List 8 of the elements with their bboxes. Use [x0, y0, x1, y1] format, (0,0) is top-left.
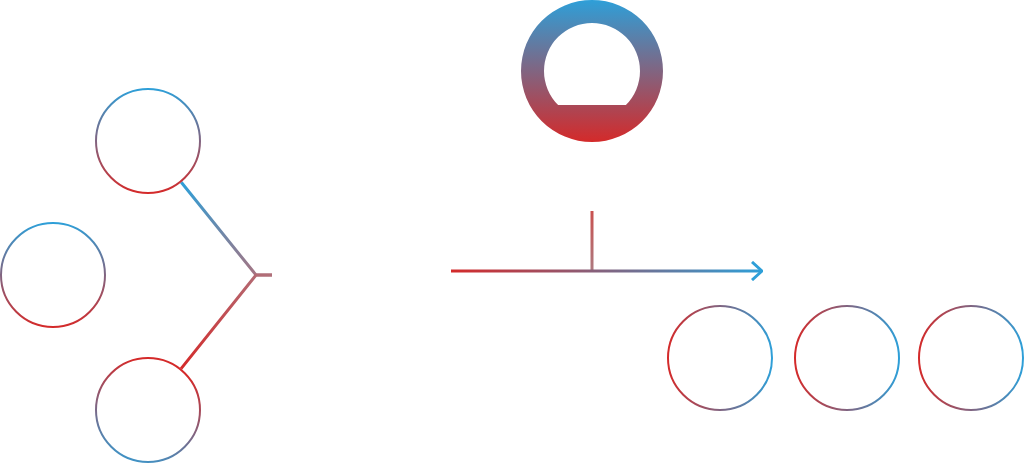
circle-node: [918, 305, 1024, 411]
circle-node: [95, 88, 201, 194]
circle-node: [667, 305, 773, 411]
circle-node: [95, 357, 201, 463]
connector-line: [179, 273, 272, 370]
circle-node: [0, 222, 106, 328]
ring-drawing: [521, 0, 663, 142]
circle-node: [794, 305, 900, 411]
